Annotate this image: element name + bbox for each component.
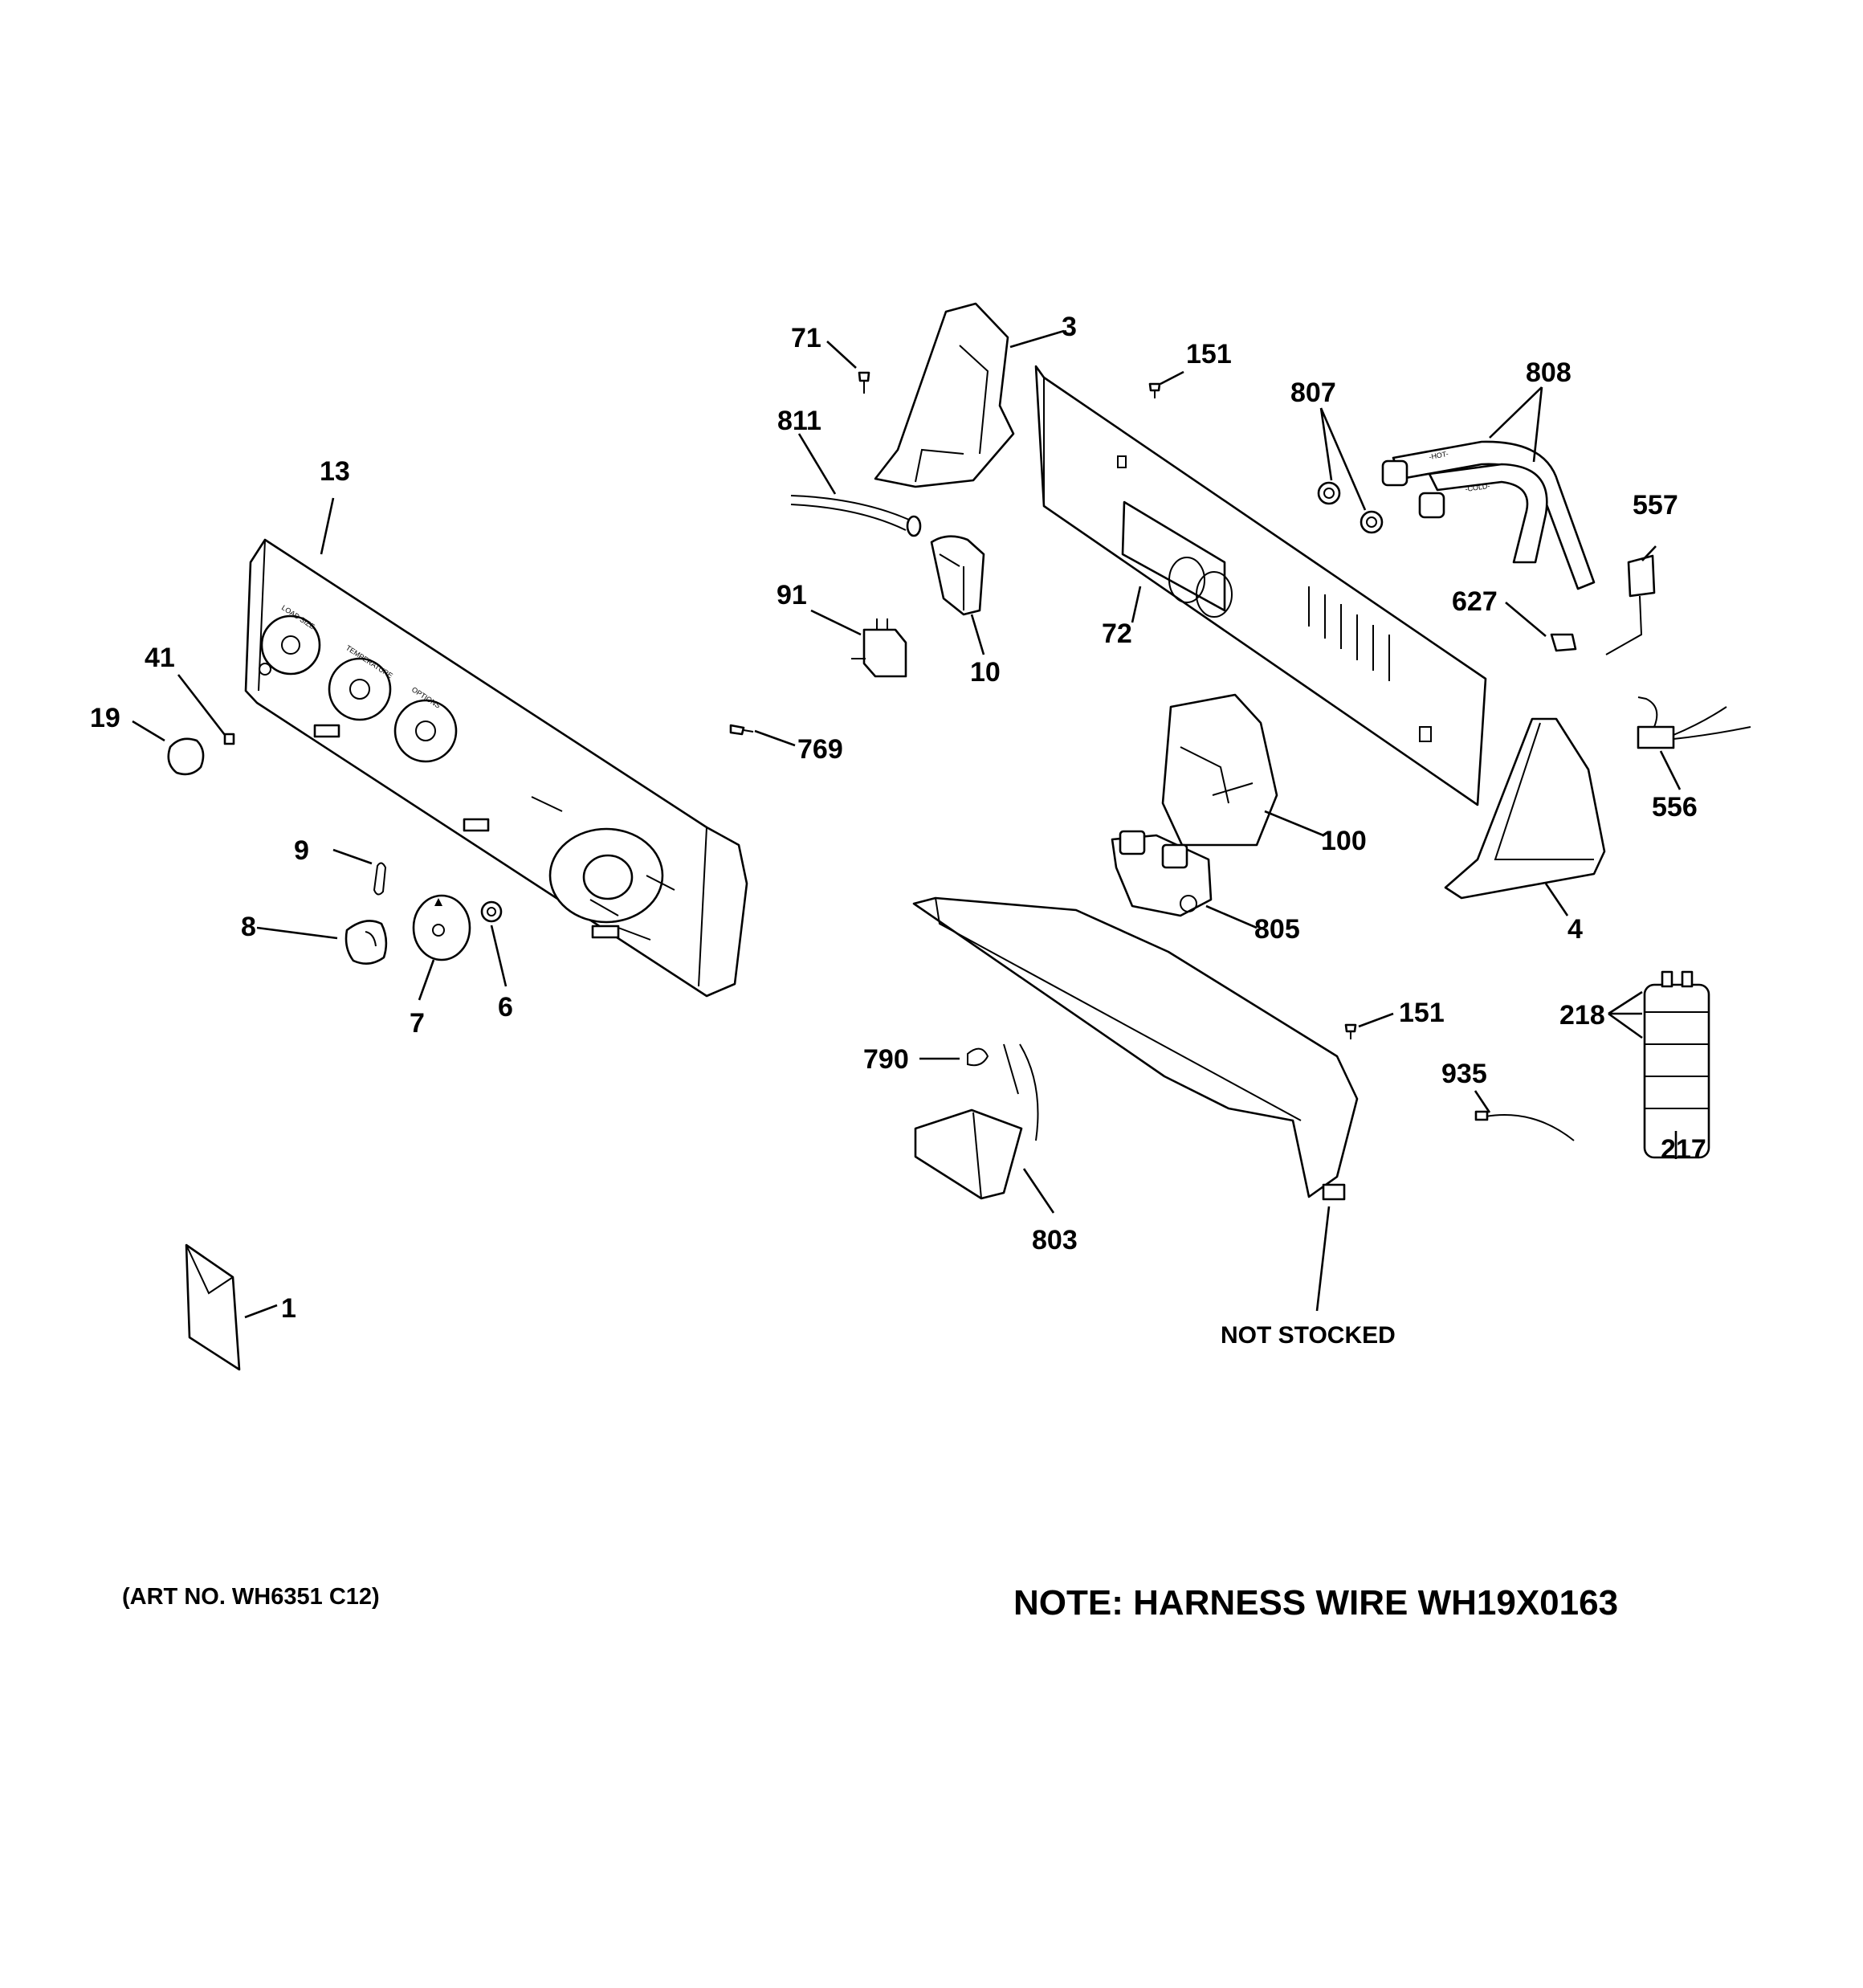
callout-4: 4 bbox=[1567, 914, 1583, 945]
callout-91: 91 bbox=[777, 580, 807, 610]
harness-note: NOTE: HARNESS WIRE WH19X0163 bbox=[1013, 1583, 1618, 1623]
callout-803: 803 bbox=[1032, 1225, 1078, 1255]
callout-71: 71 bbox=[791, 323, 821, 353]
spring-41-part bbox=[223, 733, 235, 745]
screw-71-part bbox=[858, 371, 870, 394]
callout-8: 8 bbox=[241, 912, 256, 942]
callout-10: 10 bbox=[970, 657, 1001, 688]
capacitor-217-part bbox=[1643, 970, 1710, 1159]
wire-935-part bbox=[1474, 1110, 1575, 1141]
callout-935: 935 bbox=[1441, 1059, 1487, 1089]
callout-151-top: 151 bbox=[1186, 339, 1232, 369]
dial-7-part bbox=[412, 894, 471, 961]
callout-151-bottom: 151 bbox=[1399, 998, 1445, 1028]
callout-1: 1 bbox=[281, 1293, 296, 1324]
callout-769: 769 bbox=[797, 734, 843, 765]
callout-13: 13 bbox=[320, 456, 350, 487]
callout-6: 6 bbox=[498, 992, 513, 1023]
callout-9: 9 bbox=[294, 835, 309, 866]
backsplash-72-part bbox=[1034, 365, 1487, 806]
nut-6-part bbox=[480, 900, 503, 923]
callout-627: 627 bbox=[1452, 586, 1498, 617]
art-number: (ART NO. WH6351 C12) bbox=[122, 1584, 380, 1610]
knob-8-part bbox=[344, 920, 388, 965]
callout-790: 790 bbox=[863, 1044, 909, 1075]
plug-627-part bbox=[1550, 633, 1577, 652]
clamp-790-part bbox=[967, 1047, 989, 1067]
screw-769-part bbox=[729, 724, 754, 736]
callout-72: 72 bbox=[1102, 618, 1132, 649]
callout-557: 557 bbox=[1633, 490, 1678, 520]
leader-lines bbox=[132, 329, 1682, 1319]
callout-808: 808 bbox=[1526, 357, 1572, 388]
rear-rail-not-stocked-part bbox=[912, 896, 1359, 1201]
hose-label-cold: -COLD- bbox=[1465, 482, 1490, 493]
water-valve-805-part bbox=[1111, 830, 1213, 917]
callout-100: 100 bbox=[1321, 826, 1367, 856]
callout-not-stocked: NOT STOCKED bbox=[1221, 1322, 1396, 1349]
callout-217: 217 bbox=[1661, 1134, 1706, 1165]
end-cap-3-part bbox=[874, 302, 1015, 488]
clip-9-part bbox=[373, 862, 387, 896]
callout-7: 7 bbox=[410, 1008, 425, 1039]
callout-19: 19 bbox=[90, 703, 120, 733]
callout-811: 811 bbox=[777, 406, 821, 436]
screw-151-top-part bbox=[1148, 382, 1161, 398]
switch-91-part bbox=[851, 618, 907, 678]
callout-807: 807 bbox=[1290, 378, 1336, 408]
callout-805: 805 bbox=[1254, 914, 1300, 945]
harness-556-part bbox=[1637, 696, 1751, 749]
hose-label-hot: -HOT- bbox=[1429, 450, 1449, 461]
callout-556: 556 bbox=[1652, 792, 1698, 823]
connector-557-part bbox=[1605, 554, 1656, 655]
fill-hoses-808-part: -HOT- -COLD- bbox=[1381, 440, 1596, 590]
screw-151-bottom-part bbox=[1344, 1023, 1357, 1039]
hose-811-part bbox=[790, 495, 922, 537]
timer-100-part bbox=[1161, 693, 1278, 847]
washers-807-part bbox=[1317, 481, 1384, 534]
control-panel-part: LOAD SIZE TEMPERATURE OPTIONS bbox=[244, 538, 748, 998]
knob-19-part bbox=[167, 737, 205, 776]
pressure-switch-10-part bbox=[930, 535, 985, 616]
callout-41: 41 bbox=[145, 643, 175, 673]
end-cap-4-part bbox=[1444, 717, 1606, 900]
callout-218: 218 bbox=[1559, 1000, 1605, 1031]
callout-3: 3 bbox=[1062, 312, 1077, 342]
callout-labels: 71 3 151 807 808 811 13 91 10 72 557 627… bbox=[90, 312, 1706, 1349]
literature-1-part bbox=[185, 1243, 241, 1371]
bracket-803-part bbox=[914, 1043, 1039, 1200]
